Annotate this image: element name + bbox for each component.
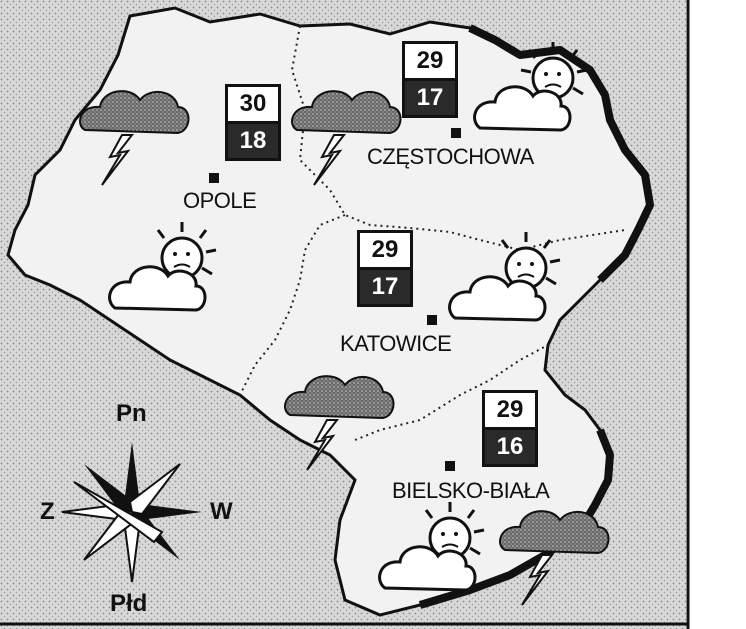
storm-cloud-icon: [79, 90, 190, 186]
temp-box-bielsko: 29 16: [482, 390, 538, 467]
city-marker-katowice: [427, 315, 437, 325]
sun-behind-cloud-icon: [108, 222, 217, 312]
sun-behind-cloud-icon: [448, 232, 561, 322]
city-label-opole: OPOLE: [183, 188, 257, 213]
temp-min-katowice: 17: [360, 270, 410, 304]
temp-max-czestochowa: 29: [405, 44, 455, 81]
compass-south-label: Płd: [110, 590, 148, 617]
compass-west-label: Z: [40, 498, 55, 525]
sun-behind-cloud-icon: [473, 42, 588, 132]
temp-max-bielsko: 29: [485, 393, 535, 430]
compass-north-label: Pn: [116, 400, 147, 427]
city-marker-opole: [209, 173, 219, 183]
storm-cloud-icon: [291, 90, 402, 186]
temp-box-czestochowa: 29 17: [402, 41, 458, 118]
voivodeship-border: [290, 25, 626, 252]
paper-margin: [686, 0, 746, 629]
storm-cloud-icon: [284, 375, 395, 471]
temp-min-opole: 18: [228, 124, 278, 158]
temp-min-bielsko: 16: [485, 430, 535, 464]
city-marker-czestochowa: [451, 128, 461, 138]
city-label-czestochowa: CZĘSTOCHOWA: [367, 144, 534, 169]
temp-box-opole: 30 18: [225, 84, 281, 161]
voivodeship-border: [239, 214, 346, 396]
region-shadow-east: [468, 24, 654, 283]
city-label-bielsko: BIELSKO-BIAŁA: [392, 478, 550, 503]
compass-east-label: W: [210, 498, 233, 525]
voivodeship-border: [354, 344, 549, 441]
temp-min-czestochowa: 17: [405, 81, 455, 115]
temp-max-opole: 30: [228, 87, 278, 124]
city-label-katowice: KATOWICE: [340, 331, 452, 356]
temp-max-katowice: 29: [360, 233, 410, 270]
storm-cloud-icon: [499, 510, 610, 606]
city-marker-bielsko: [445, 461, 455, 471]
sun-behind-cloud-icon: [378, 502, 485, 592]
temp-box-katowice: 29 17: [357, 230, 413, 307]
compass-rose-icon: [61, 442, 202, 583]
